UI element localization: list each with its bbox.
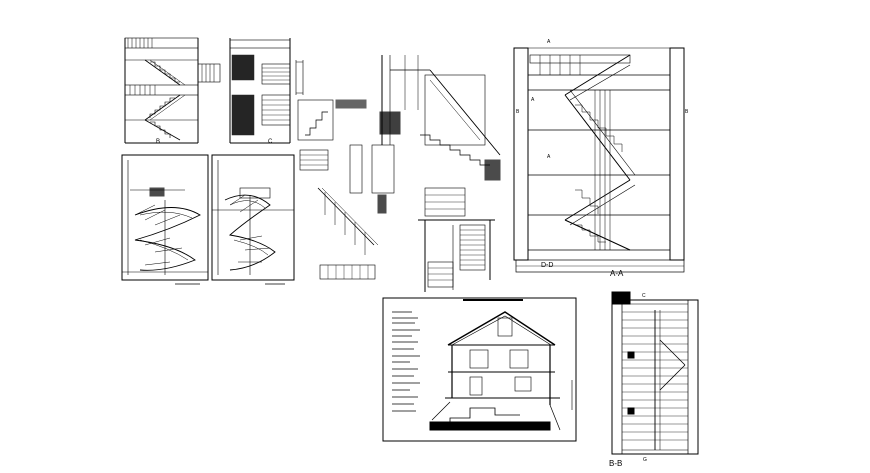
plan-b-b — [611, 291, 699, 455]
house-section — [382, 297, 577, 442]
label-c-bottom: C — [642, 293, 646, 299]
spiral-stair-section-2 — [211, 154, 295, 285]
label-g-bottom: G — [643, 457, 647, 463]
spiral-stair-section-1 — [121, 154, 209, 285]
label-bb: B-B — [609, 459, 623, 468]
label-b-right: B — [685, 109, 689, 115]
label-b-left: B — [156, 139, 161, 145]
straight-stair-elevation — [124, 37, 221, 144]
handrail-detail — [379, 55, 501, 181]
section-a-a — [513, 47, 685, 273]
label-b-left-side: B — [516, 109, 520, 115]
label-dd: D-D — [541, 262, 554, 269]
straight-stair-section — [229, 38, 304, 144]
label-a-top: A — [547, 39, 551, 45]
label-aa: A-A — [610, 269, 624, 278]
stair-elevation-center — [418, 187, 495, 292]
stair-details-small — [297, 99, 395, 280]
label-a-mid-center: A — [547, 154, 551, 160]
label-c-left: C — [268, 139, 273, 145]
label-a-mid-left: A — [531, 97, 535, 103]
